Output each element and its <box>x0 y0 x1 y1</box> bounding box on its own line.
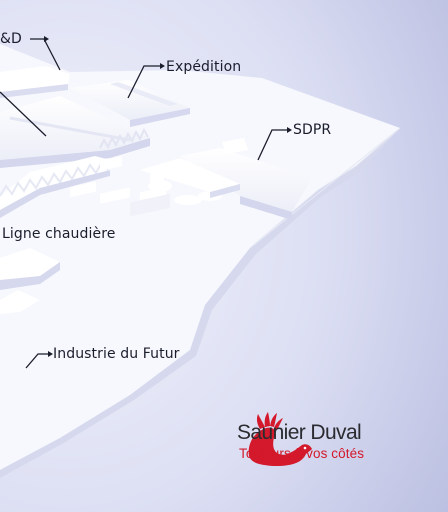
label-expedition: Expédition <box>166 59 242 75</box>
label-ligne-chaudiere: Ligne chaudière <box>2 226 116 242</box>
label-industrie-du-futur: Industrie du Futur <box>53 346 180 362</box>
brand-tagline: Toujours à vos côtés <box>239 446 365 461</box>
building-main-hall <box>0 96 150 168</box>
label-rd: &D <box>0 31 22 47</box>
building-sdpr <box>140 138 312 220</box>
leader-arrows <box>44 36 292 357</box>
leader-lines <box>0 38 287 369</box>
building-sawtooth <box>0 156 110 218</box>
brand-name: Saunier Duval <box>237 421 362 444</box>
building-expedition <box>70 80 190 127</box>
label-sdpr: SDPR <box>293 122 332 138</box>
building-rd <box>0 66 70 98</box>
saunier-duval-hare-logo-icon <box>248 412 312 466</box>
building-ligne-chaudiere <box>0 248 60 314</box>
